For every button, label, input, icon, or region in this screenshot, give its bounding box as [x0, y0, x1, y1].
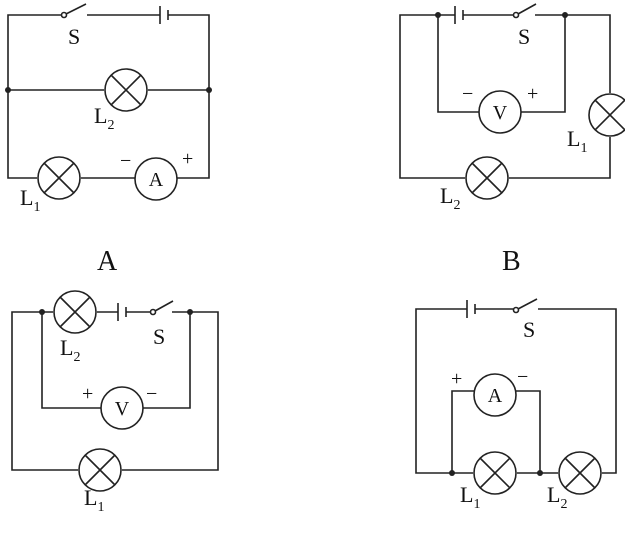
ammeter: A [134, 157, 178, 201]
svg-text:A: A [488, 385, 503, 407]
lamp-l2-label: L2 [547, 482, 567, 512]
junction-dot [537, 470, 543, 476]
minus-sign: − [120, 150, 131, 172]
switch-symbol [60, 3, 87, 19]
minus-sign: − [462, 83, 473, 105]
voltmeter: V [100, 386, 144, 430]
lamp-l2 [53, 290, 97, 334]
switch-label: S [523, 317, 535, 342]
junction-dot [449, 470, 455, 476]
lamp-l1-label: L1 [567, 126, 587, 156]
lamp-l1-label: L1 [460, 482, 480, 512]
lamp-l2 [104, 68, 148, 112]
switch-symbol [512, 298, 538, 314]
voltmeter: V [478, 90, 522, 134]
option-label-b: B [502, 246, 521, 277]
option-label-a: A [97, 246, 118, 277]
lamp-l1 [473, 451, 517, 495]
lamp-l2-label: L2 [60, 335, 80, 365]
battery-symbol [159, 6, 169, 24]
battery-symbol [466, 300, 476, 318]
circuit-b: V − + S L1 L2 B [399, 3, 625, 277]
lamp-l2-label: L2 [94, 103, 114, 133]
plus-sign: + [451, 368, 462, 390]
junction-dot [562, 12, 568, 18]
lamp-l2 [558, 451, 602, 495]
circuit-a: A − + S L2 L1 A [5, 3, 212, 277]
junction-dot [435, 12, 441, 18]
lamp-l2-label: L2 [440, 183, 460, 213]
lamp-l2 [465, 156, 509, 200]
minus-sign: − [146, 383, 157, 405]
switch-label: S [153, 324, 165, 349]
svg-text:V: V [493, 102, 508, 124]
svg-text:A: A [149, 169, 164, 191]
switch-symbol [512, 3, 537, 19]
plus-sign: + [82, 383, 93, 405]
lamp-l1-label: L1 [20, 185, 40, 215]
junction-dot [206, 87, 212, 93]
battery-symbol [117, 303, 127, 321]
plus-sign: + [527, 83, 538, 105]
lamp-l1 [588, 93, 625, 137]
battery-symbol [454, 6, 464, 24]
minus-sign: − [517, 366, 528, 388]
circuit-d: A + − S L1 L2 [415, 298, 617, 512]
junction-dot [187, 309, 193, 315]
junction-dot [39, 309, 45, 315]
lamp-l1-label: L1 [84, 485, 104, 515]
lamp-l1 [37, 156, 81, 200]
switch-symbol [149, 300, 174, 316]
plus-sign: + [182, 148, 193, 170]
switch-label: S [518, 24, 530, 49]
junction-dot [5, 87, 11, 93]
svg-text:V: V [115, 398, 130, 420]
circuit-c: V + − S L2 L1 [11, 290, 219, 515]
ammeter: A [473, 373, 517, 417]
switch-label: S [68, 24, 80, 49]
